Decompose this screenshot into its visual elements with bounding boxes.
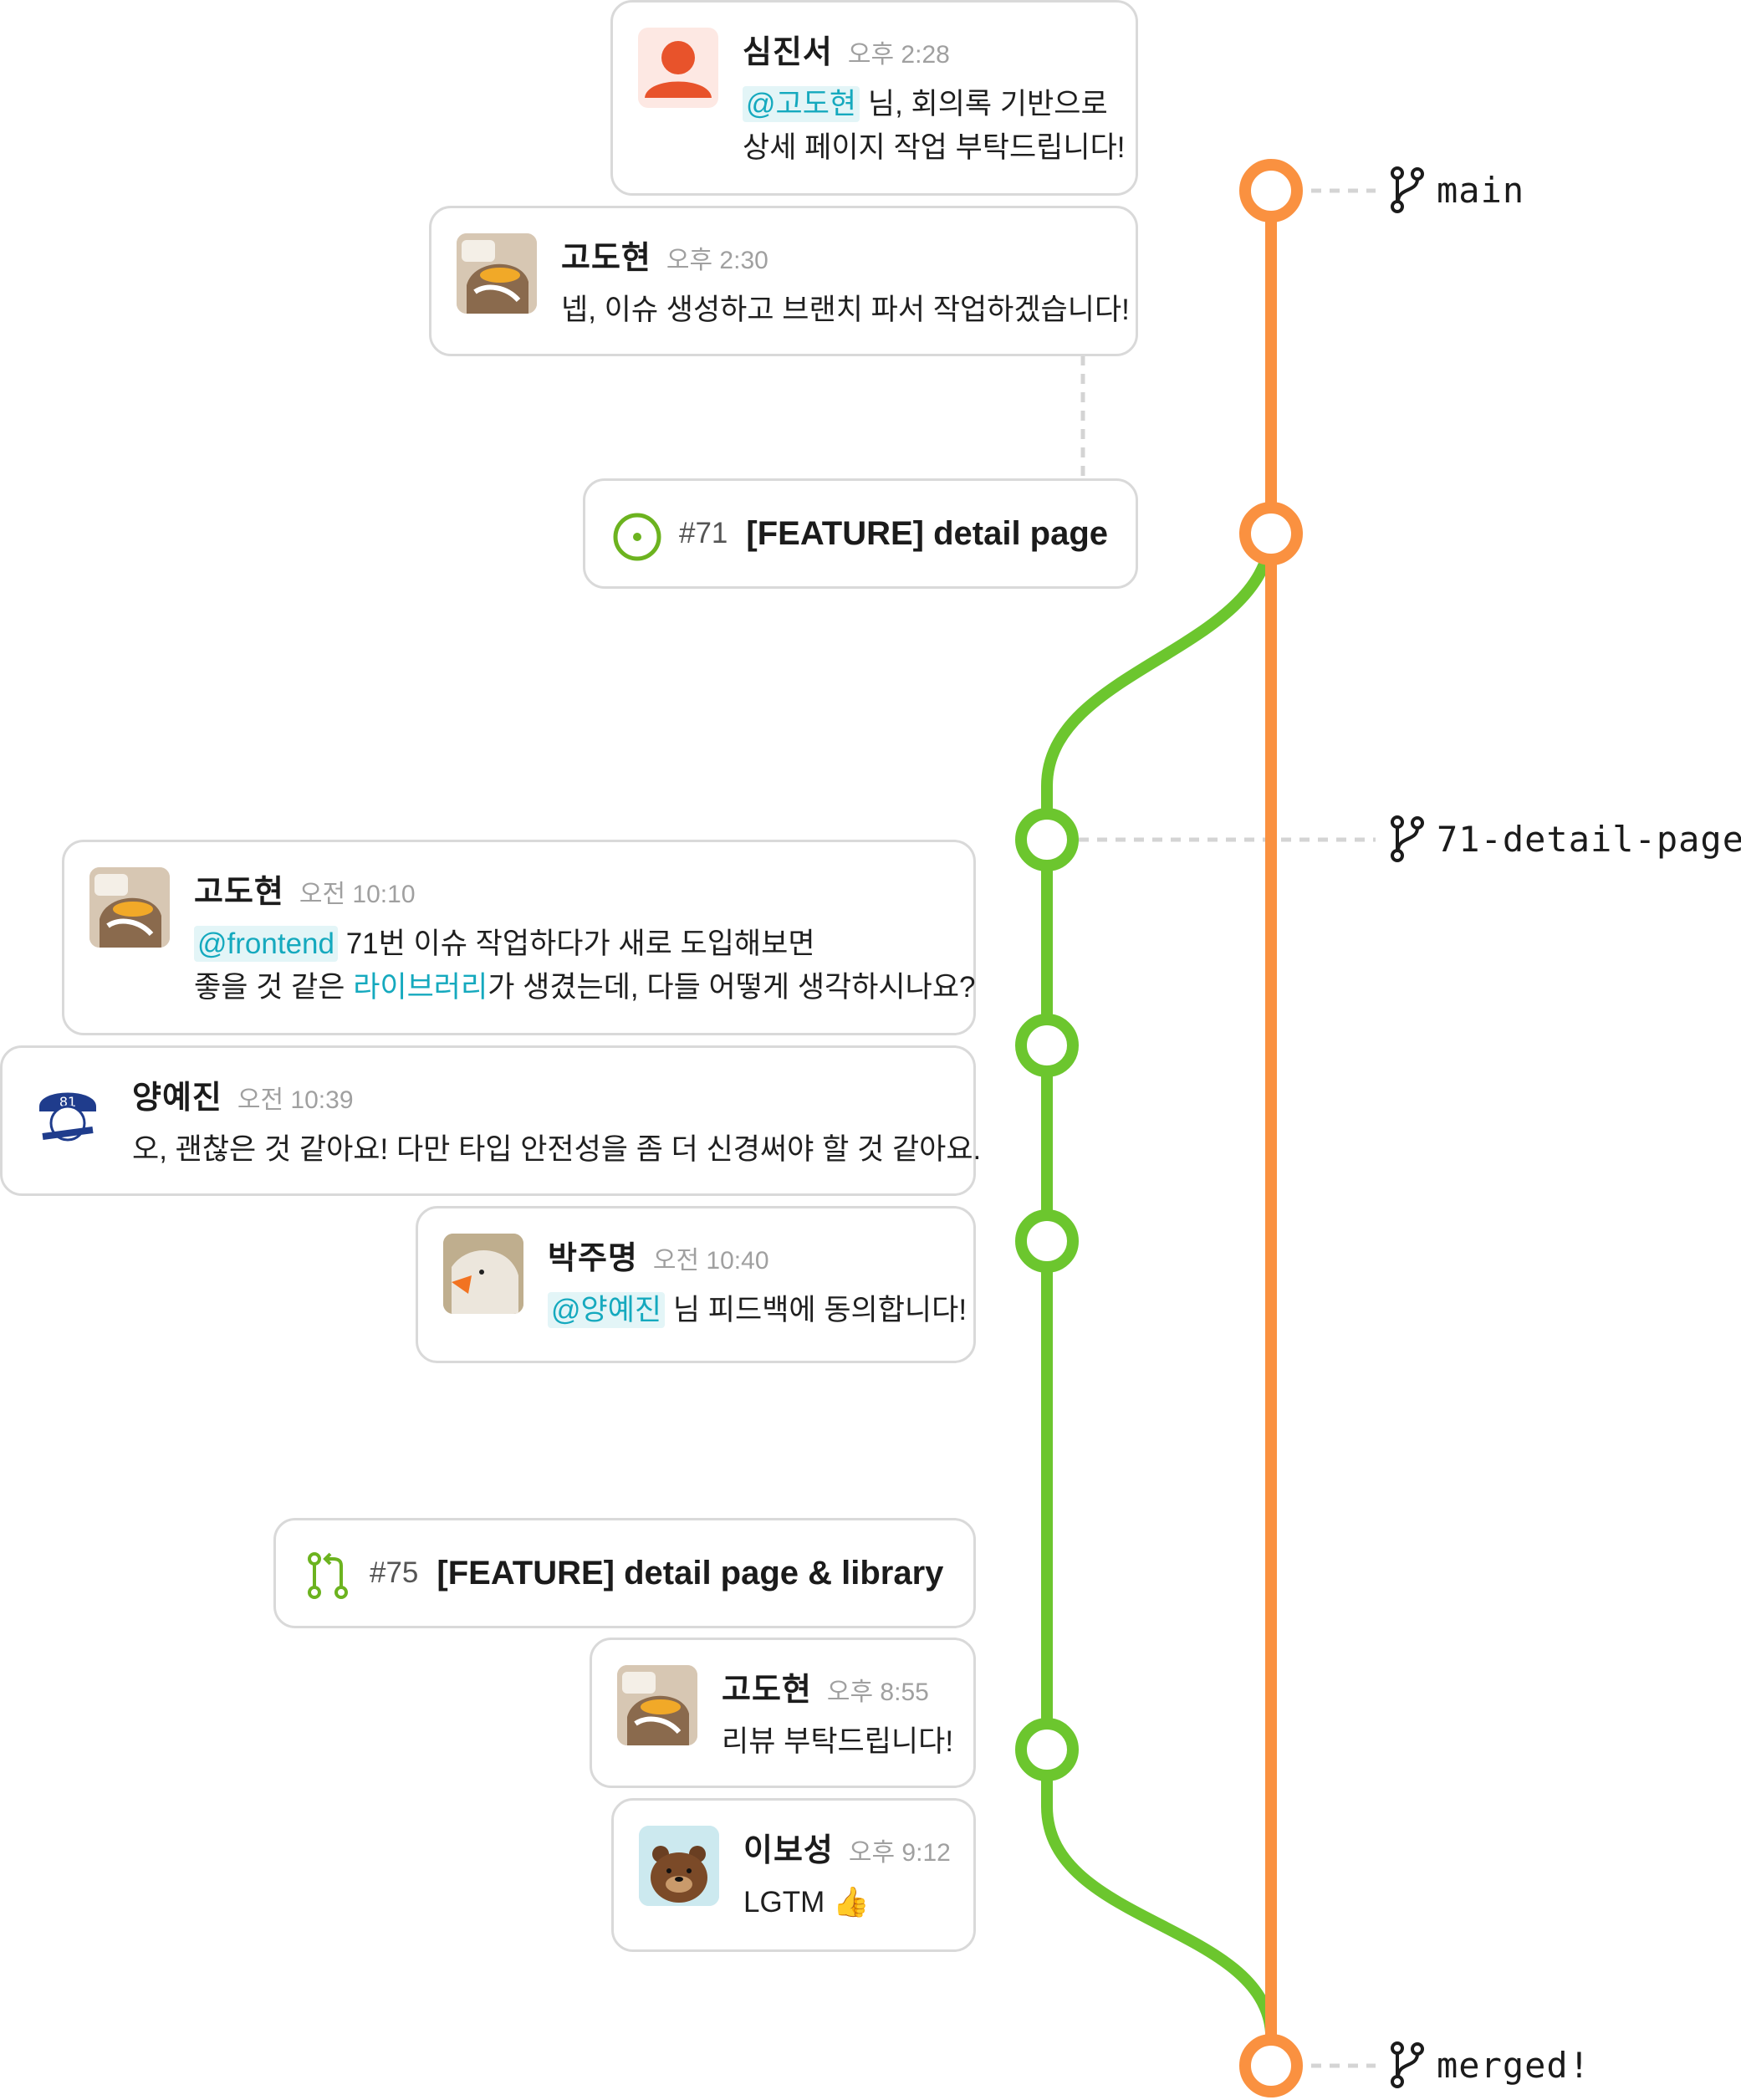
git-branch-icon (1391, 166, 1424, 213)
bear-avatar (639, 1826, 719, 1906)
commit-node-branch-start (1015, 808, 1079, 871)
commit-node-merged (1239, 2034, 1303, 2097)
author-name: 심진서 (743, 35, 833, 70)
timestamp: 오후 9:12 (848, 1839, 951, 1867)
message-card: 박주명 오전 10:40 @양예진 님 피드백에 동의합니다! (416, 1206, 976, 1363)
message-card: 고도현 오후 2:30 넵, 이슈 생성하고 브랜치 파서 작업하겠습니다! (429, 206, 1138, 356)
issue-title: [FEATURE] detail page (746, 514, 1109, 552)
branch-name: merged! (1437, 2044, 1591, 2086)
branch-name: 71-detail-page (1437, 818, 1741, 860)
commit-node-feedback-1 (1015, 1014, 1079, 1077)
commit-node-issue (1239, 502, 1303, 565)
git-branch-icon (1391, 815, 1424, 862)
author-name: 이보성 (743, 1833, 834, 1868)
feature-branch-line (1041, 529, 1277, 2038)
message-header: 양예진 오전 10:39 (132, 1071, 354, 1117)
branch-label-merged: merged! (1390, 2041, 1590, 2089)
commit-node-feedback-2 (1015, 1209, 1079, 1273)
timestamp: 오전 10:39 (237, 1086, 354, 1114)
author-name: 고도현 (561, 241, 651, 276)
pr-title-row: #75 [FEATURE] detail page & library (370, 1520, 943, 1626)
mention-tag[interactable]: @고도현 (743, 86, 860, 122)
issue-card[interactable]: #71 [FEATURE] detail page (583, 478, 1138, 589)
commit-node-review (1015, 1718, 1079, 1781)
commit-node-main-start (1239, 159, 1303, 222)
branch-name: main (1437, 169, 1525, 211)
message-card: 심진서 오후 2:28 @고도현 님, 회의록 기반으로 상세 페이지 작업 부탁… (610, 0, 1138, 196)
message-header: 고도현 오후 8:55 (722, 1663, 929, 1709)
git-branch-icon (1391, 2041, 1424, 2088)
mention-tag[interactable]: @양예진 (548, 1292, 666, 1328)
duck-avatar (443, 1234, 523, 1314)
message-text: 오, 괜찮은 것 같아요! 다만 타입 안전성을 좀 더 신경써야 할 것 같아… (132, 1133, 982, 1166)
message-text: @고도현 님, 회의록 기반으로 상세 페이지 작업 부탁드립니다! (743, 86, 1126, 164)
timestamp: 오후 2:30 (666, 247, 768, 274)
message-text: LGTM 👍 (743, 1886, 870, 1919)
timestamp: 오전 10:10 (299, 881, 416, 908)
message-header: 고도현 오후 2:30 (561, 232, 768, 278)
message-text: 리뷰 부탁드립니다! (722, 1725, 954, 1758)
lions-avatar: 81 (28, 1073, 108, 1153)
message-card: 고도현 오전 10:10 @frontend 71번 이슈 작업하다가 새로 도입… (62, 840, 976, 1035)
message-header: 박주명 오전 10:40 (548, 1232, 769, 1278)
pull-request-icon (308, 1552, 348, 1599)
timestamp: 오전 10:40 (652, 1247, 769, 1275)
message-header: 이보성 오후 9:12 (743, 1824, 951, 1870)
author-name: 박주명 (548, 1241, 638, 1276)
mention-tag[interactable]: @frontend (194, 926, 338, 962)
person-avatar (638, 28, 718, 108)
message-text: @frontend 71번 이슈 작업하다가 새로 도입해보면 좋을 것 같은 … (194, 926, 976, 1004)
message-card: 고도현 오후 8:55 리뷰 부탁드립니다! (590, 1638, 976, 1788)
author-name: 고도현 (194, 875, 284, 910)
author-name: 고도현 (722, 1673, 812, 1708)
branch-label-main: main (1390, 166, 1524, 214)
author-name: 양예진 (132, 1081, 222, 1116)
cat-avatar (617, 1665, 697, 1745)
pr-title: [FEATURE] detail page & library (437, 1554, 944, 1592)
cat-avatar (89, 867, 170, 948)
pull-request-card[interactable]: #75 [FEATURE] detail page & library (273, 1518, 976, 1628)
branch-label-feature: 71-detail-page (1390, 815, 1741, 863)
timestamp: 오후 2:28 (847, 41, 950, 69)
message-card: 81 양예진 오전 10:39 오, 괜찮은 것 같아요! 다만 타입 안전성을 … (0, 1045, 981, 1196)
message-card: 이보성 오후 9:12 LGTM 👍 (611, 1798, 976, 1952)
message-header: 심진서 오후 2:28 (743, 26, 950, 72)
library-link[interactable]: 라이브러리 (353, 971, 488, 1004)
message-text: 넵, 이슈 생성하고 브랜치 파서 작업하겠습니다! (561, 294, 1130, 326)
cat-avatar (457, 233, 537, 314)
issue-number: #71 (679, 517, 728, 549)
issue-open-icon (613, 513, 661, 561)
timestamp: 오후 8:55 (826, 1678, 929, 1706)
issue-title-row: #71 [FEATURE] detail page (679, 481, 1108, 586)
message-text: @양예진 님 피드백에 동의합니다! (548, 1289, 967, 1332)
pr-number: #75 (370, 1556, 419, 1589)
message-header: 고도현 오전 10:10 (194, 866, 416, 912)
